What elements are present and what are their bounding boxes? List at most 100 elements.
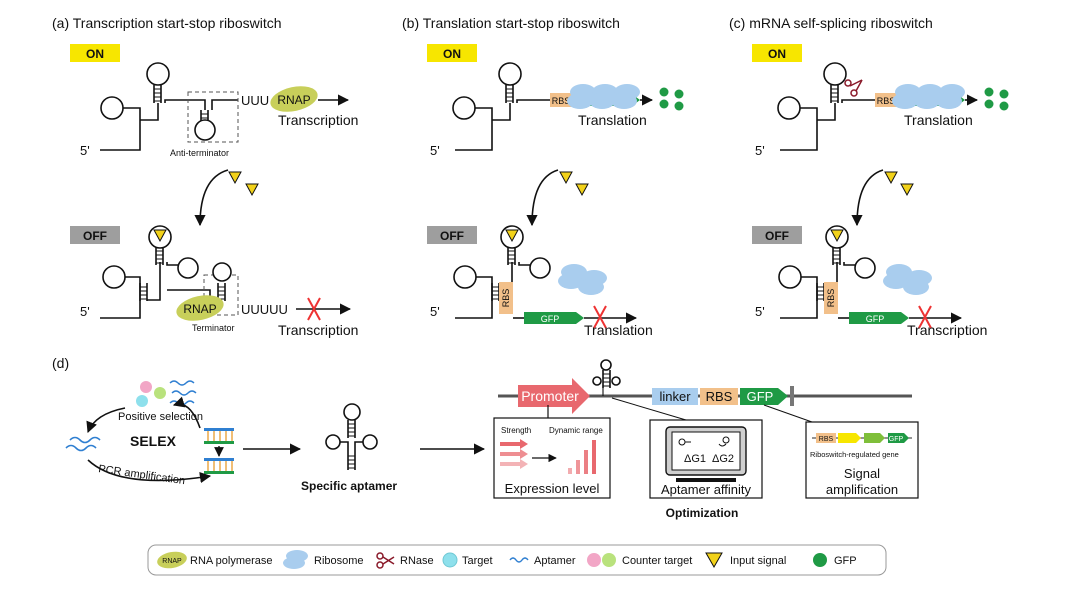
five-prime-off-label: 5' [80, 304, 90, 319]
mini-gfp-label: GFP [889, 436, 904, 443]
expression-level-label: Expression level [505, 481, 600, 496]
panel-d: (d) Positive selection SELEX [52, 355, 919, 520]
hairpin-loop [452, 96, 476, 120]
translation-off-label: Translation [584, 322, 653, 338]
on-badge [752, 44, 802, 62]
delta-g1-label: ΔG1 [684, 453, 706, 465]
legend-rnase: RNase [400, 555, 434, 567]
strength-label: Strength [501, 426, 531, 435]
scissors-icon [376, 552, 395, 569]
gfp-label: GFP [747, 389, 774, 404]
rbs-box [700, 388, 738, 405]
terminator-block [790, 386, 794, 406]
anti-terminator-box [187, 91, 239, 143]
hairpin-loop [823, 62, 847, 86]
dna-strands-top [204, 428, 234, 444]
linker-label: linker [659, 389, 691, 404]
hairpin-loop [146, 62, 170, 86]
panel-d-label: (d) [52, 355, 69, 371]
panel-c: ON RBS Translation 5' OFF [752, 44, 1009, 338]
red-x-icon [918, 305, 932, 329]
rbs-box [499, 282, 513, 314]
legend-ribosome: Ribosome [314, 555, 364, 567]
monitor-icon [665, 426, 747, 482]
uuu-label: UUU [241, 93, 269, 108]
on-badge-label: ON [768, 47, 786, 61]
rbs-off-label: RBS [826, 289, 836, 308]
off-badge-label: OFF [765, 229, 789, 243]
legend-target: Target [462, 555, 493, 567]
ribosome-legend-icon [283, 550, 308, 569]
rnap-off-label: RNAP [183, 302, 216, 316]
red-x-icon [307, 297, 321, 321]
promoter-arrow [518, 378, 590, 414]
on-badge-label: ON [443, 47, 461, 61]
off-badge-label: OFF [83, 229, 107, 243]
five-prime-label: 5' [80, 143, 90, 158]
rnap-legend-icon [157, 551, 187, 569]
optimization-label: Optimization [666, 506, 739, 520]
rbs-on-label: RBS [552, 96, 571, 106]
hairpin-loop [529, 257, 551, 279]
linker-box [652, 388, 698, 405]
signal-label: Signal [844, 466, 880, 481]
hairpin-loop [212, 262, 232, 282]
off-badge-label: OFF [440, 229, 464, 243]
five-prime-label: 5' [430, 143, 440, 158]
specific-aptamer-label: Specific aptamer [301, 479, 397, 493]
off-badge [427, 226, 477, 244]
off-badge [752, 226, 802, 244]
panel-c-title: (c) mRNA self-splicing riboswitch [729, 15, 933, 31]
rnap-ellipse [176, 295, 224, 321]
dynamic-range-label: Dynamic range [549, 426, 603, 435]
gfp-gene [524, 312, 584, 324]
gfp-legend-icon [813, 553, 827, 567]
target-legend-icon [442, 552, 458, 568]
legend-rnap-icon-label: RNAP [162, 558, 182, 565]
pcr-amplification-label: PCR amplification [98, 463, 186, 487]
construct-aptamer [592, 359, 621, 396]
panel-a-title: (a) Transcription start-stop riboswitch [52, 15, 282, 31]
on-badge-label: ON [86, 47, 104, 61]
hairpin-loop [778, 265, 802, 289]
on-badge [427, 44, 477, 62]
aptamer-affinity-label: Aptamer affinity [661, 482, 752, 497]
legend-frame [147, 544, 887, 576]
on-badge [70, 44, 120, 62]
rbs-box [550, 93, 572, 107]
input-signal-legend-icon [705, 552, 723, 569]
promoter-label: Promoter [521, 388, 579, 404]
anti-terminator-label: Anti-terminator [170, 148, 229, 158]
off-badge [70, 226, 120, 244]
translation-on-label: Translation [578, 112, 647, 128]
hairpin-loop [854, 257, 876, 279]
terminator-label: Terminator [192, 323, 235, 333]
positive-selection-label: Positive selection [118, 411, 203, 423]
hairpin-loop [777, 96, 801, 120]
legend: RNAP RNA polymerase Ribosome RNase Targe… [147, 544, 887, 576]
legend-aptamer: Aptamer [534, 555, 576, 567]
hairpin-loop [100, 96, 124, 120]
rbs-on-label: RBS [877, 96, 896, 106]
legend-rna-polymerase: RNA polymerase [190, 555, 273, 567]
gfp-gene [740, 388, 788, 405]
gfp-label: GFP [541, 314, 560, 324]
transcription-on-label: Transcription [278, 112, 358, 128]
transcription-off-label: Transcription [278, 322, 358, 338]
five-prime-label: 5' [755, 143, 765, 158]
hairpin-loop [177, 257, 199, 279]
panel-b-title: (b) Translation start-stop riboswitch [402, 15, 620, 31]
selex-label: SELEX [130, 433, 177, 449]
legend-gfp: GFP [834, 555, 857, 567]
hairpin-loop [194, 119, 216, 141]
hairpin-loop [102, 265, 126, 289]
rbs-box [875, 93, 897, 107]
amplification-label: amplification [826, 482, 898, 497]
scissors-icon [844, 79, 863, 97]
panel-b: ON RBS Translation 5' OFF RBS GFP [427, 44, 684, 338]
mini-rbs-label: RBS [819, 436, 834, 443]
five-prime-off-label: 5' [755, 304, 765, 319]
gfp-label: GFP [866, 314, 885, 324]
dna-strands-bottom [204, 458, 234, 474]
